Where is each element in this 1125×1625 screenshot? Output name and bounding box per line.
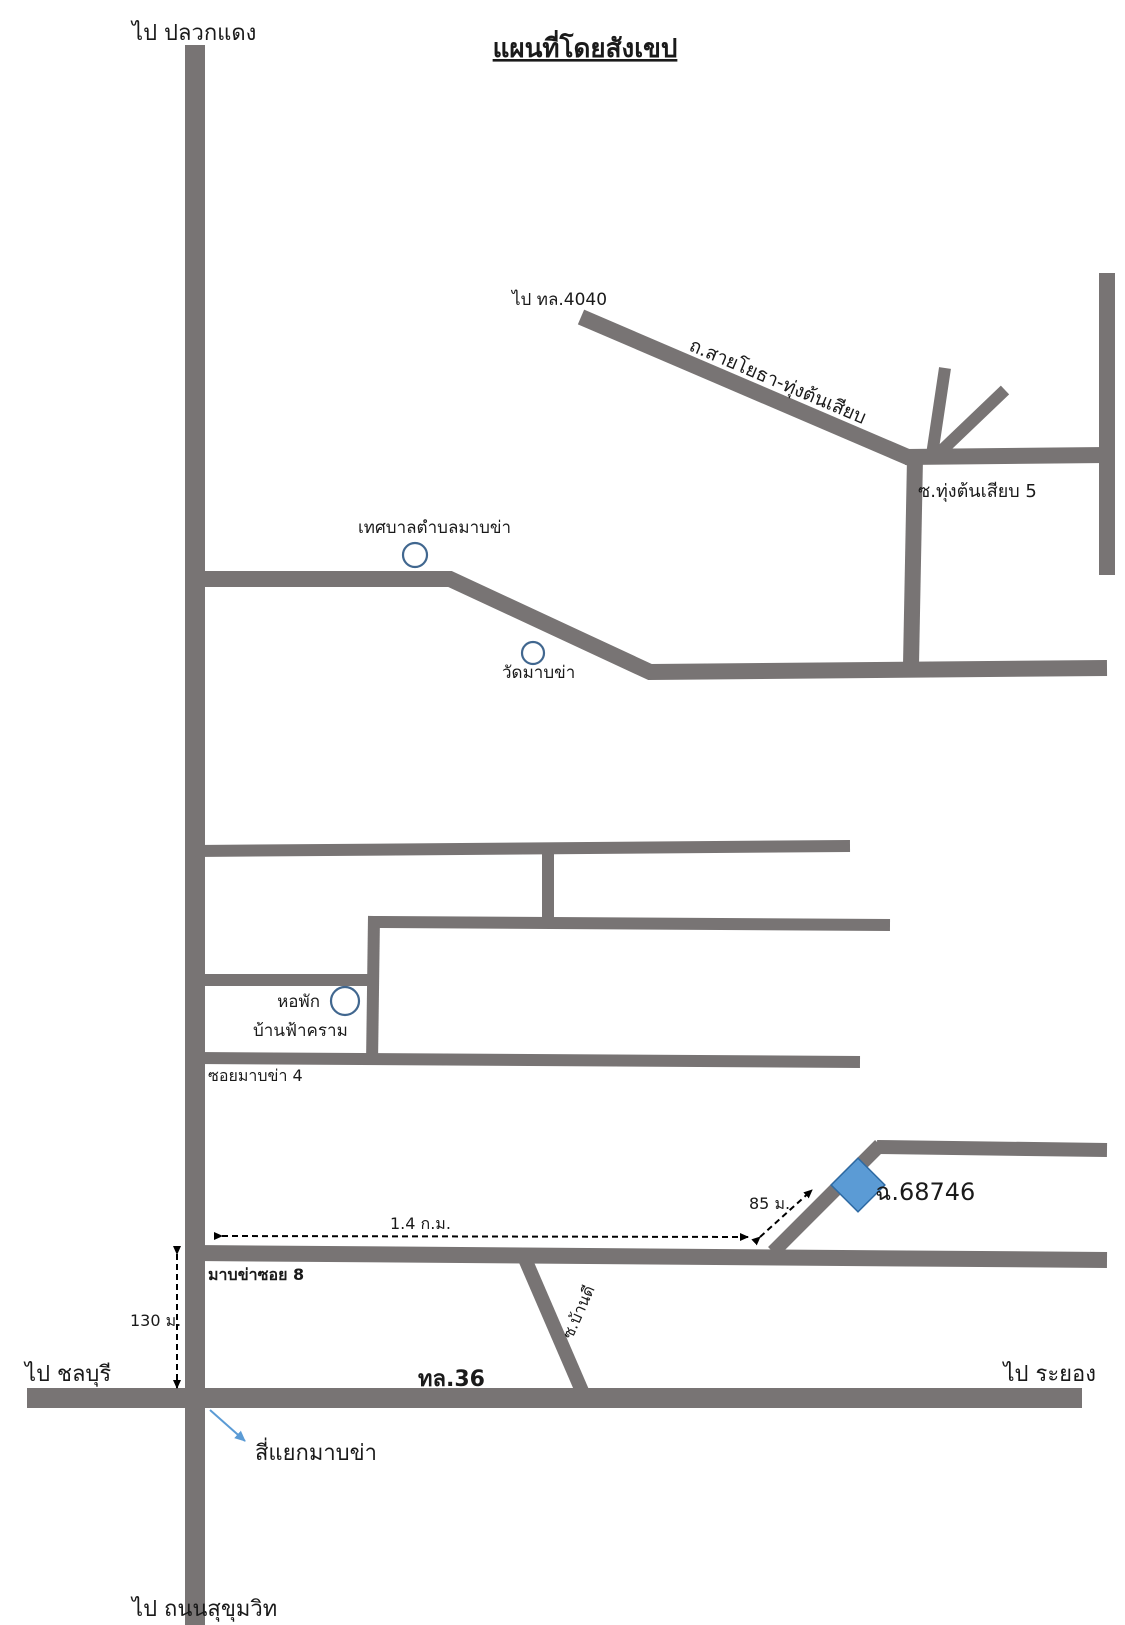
road-network: [27, 45, 1115, 1625]
distance-1-4km-label: 1.4 ก.ม.: [390, 1214, 451, 1233]
soi-maab-kha-8-label: มาบข่าซอย 8: [208, 1265, 304, 1284]
road-soi-baan-dee: [518, 1256, 592, 1401]
dorm-label-line1: หอพัก: [277, 992, 320, 1012]
temple-label: วัดมาบข่า: [502, 663, 575, 683]
municipality-marker-icon: [401, 541, 429, 569]
direction-west-label: ไป ชลบุรี: [23, 1361, 111, 1387]
road-middle-2: [373, 916, 891, 931]
direction-northeast-label: ไป ทล.4040: [510, 289, 607, 310]
direction-north-label: ไป ปลวกแดง: [130, 20, 256, 46]
distance-85m-label: 85 ม.: [749, 1194, 790, 1213]
distance-arrow-85m-icon: [751, 1189, 813, 1246]
municipality-label: เทศบาลตำบลมาบข่า: [358, 518, 511, 538]
road-plot-east: [876, 1140, 1108, 1157]
highway-36-label: ทล.36: [418, 1367, 485, 1392]
road-connector-dorm: [366, 915, 380, 1065]
soi-thung-ton-siap-5-label: ซ.ทุ่งต้นเสียบ 5: [918, 481, 1037, 502]
direction-south-label: ไป ถนนสุขุมวิท: [130, 1596, 277, 1622]
road-soi-thung-ton-siap-5: [903, 457, 923, 666]
plot-label: ฉ.68746: [875, 1178, 975, 1206]
dorm-label-line2: บ้านฟ้าคราม: [253, 1021, 348, 1041]
road-spur-north: [926, 367, 951, 456]
soi-maab-kha-4-label: ซอยมาบข่า 4: [208, 1066, 303, 1085]
dorm-marker-icon: [329, 985, 361, 1017]
road-soi-maab-kha-4: [194, 1052, 861, 1068]
road-middle-1: [194, 840, 851, 857]
map-title: แผนที่โดยสังเขป: [493, 29, 678, 64]
road-spur-northeast: [932, 385, 1010, 460]
intersection-pointer-arrow-icon: [209, 1409, 246, 1442]
intersection-label: สี่แยกมาบข่า: [255, 1437, 377, 1466]
road-upper-east: [195, 571, 1108, 681]
road-diagonal-4040: [577, 309, 914, 466]
direction-east-label: ไป ระยอง: [1001, 1361, 1096, 1387]
temple-marker-icon: [520, 640, 546, 666]
soi-baan-dee-label: ซ.บ้านดี: [558, 1282, 598, 1341]
road-soi-maab-kha-8: [194, 1245, 1108, 1268]
plot-marker-icon: [830, 1157, 886, 1213]
distance-arrow-1-4km-icon: [213, 1231, 749, 1241]
distance-130m-label: 130 ม.: [130, 1311, 181, 1330]
